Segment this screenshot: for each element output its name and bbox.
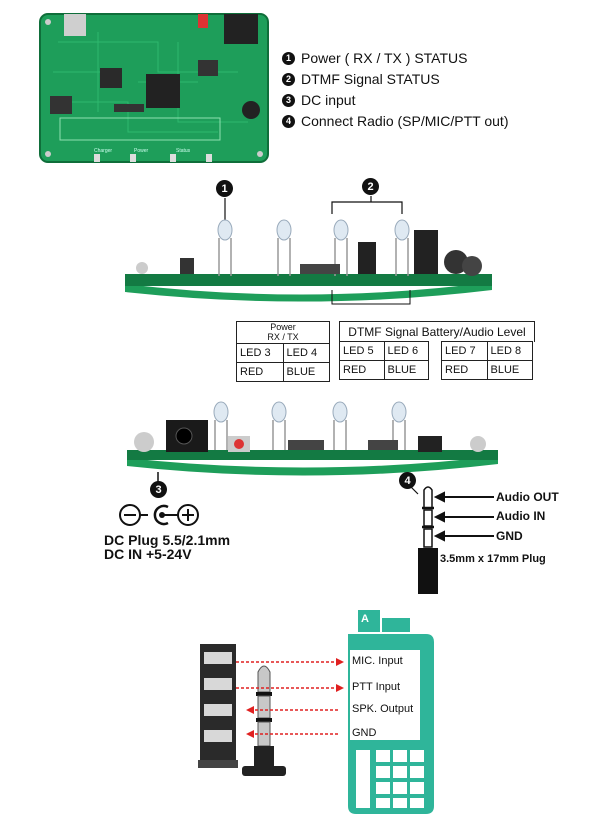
cell: LED 4 — [282, 343, 330, 363]
dc-input-label: DC IN +5-24V — [104, 546, 192, 562]
radio-top-label: A — [361, 613, 369, 625]
power-table-header: Power RX / TX — [236, 321, 330, 344]
cell: LED 5 — [339, 341, 385, 361]
badge-3: 3 — [150, 481, 167, 498]
silk-power: Power — [134, 148, 149, 154]
spk-output-label: SPK. Output — [352, 703, 414, 715]
gnd-label: GND — [496, 529, 523, 543]
dc-plug-label: DC Plug 5.5/2.1mm — [104, 532, 231, 548]
badge-4: 4 — [399, 472, 416, 489]
audio-in-label: Audio IN — [496, 509, 546, 523]
jack-socket — [198, 644, 238, 768]
audio-plug — [242, 665, 286, 776]
cell: LED 7 — [441, 341, 488, 361]
cell: LED 3 — [236, 343, 284, 363]
radio-gnd-label: GND — [352, 727, 377, 739]
power-title: Power — [270, 322, 296, 332]
cell: BLUE — [383, 360, 429, 380]
legend-item-connect-radio: 4 Connect Radio (SP/MIC/PTT out) — [282, 113, 508, 129]
silk-status: Status — [176, 148, 191, 154]
audio-plug-illustration — [407, 484, 494, 594]
number-4-icon: 4 — [282, 114, 295, 128]
radio-connection-diagram — [198, 610, 434, 814]
cell: BLUE — [486, 360, 533, 380]
pcb-side-view-leds — [125, 196, 492, 305]
badge-2: 2 — [362, 178, 379, 195]
legend-item-dtmf-status: 2 DTMF Signal STATUS — [282, 71, 440, 87]
number-1-icon: 1 — [282, 51, 295, 65]
legend-label: Power ( RX / TX ) STATUS — [301, 50, 468, 66]
pcb-top-view: Charger Power Status — [38, 12, 270, 168]
pcb-side-view-connectors — [127, 401, 498, 476]
legend-label: DTMF Signal STATUS — [301, 71, 440, 87]
cell: RED — [339, 360, 385, 380]
badge-1: 1 — [216, 180, 233, 197]
legend-item-dc-input: 3 DC input — [282, 92, 355, 108]
cell: LED 8 — [486, 341, 533, 361]
number-3-icon: 3 — [282, 93, 295, 107]
cell: RED — [441, 360, 488, 380]
mic-input-label: MIC. Input — [352, 655, 403, 667]
number-2-icon: 2 — [282, 72, 295, 86]
power-subtitle: RX / TX — [267, 332, 299, 342]
cell: RED — [236, 362, 284, 382]
radio-handset — [348, 610, 434, 814]
ptt-input-label: PTT Input — [352, 681, 401, 693]
silk-charger: Charger — [94, 148, 113, 154]
dtmf-table-header: DTMF Signal Battery/Audio Level — [339, 321, 535, 342]
cell: LED 6 — [383, 341, 429, 361]
cell: BLUE — [282, 362, 330, 382]
legend-item-power-status: 1 Power ( RX / TX ) STATUS — [282, 50, 467, 66]
dc-polarity-icon — [119, 472, 199, 526]
legend-label: DC input — [301, 92, 356, 108]
plug-size-label: 3.5mm x 17mm Plug — [440, 553, 546, 565]
audio-out-label: Audio OUT — [496, 490, 559, 504]
legend-label: Connect Radio (SP/MIC/PTT out) — [301, 113, 509, 129]
